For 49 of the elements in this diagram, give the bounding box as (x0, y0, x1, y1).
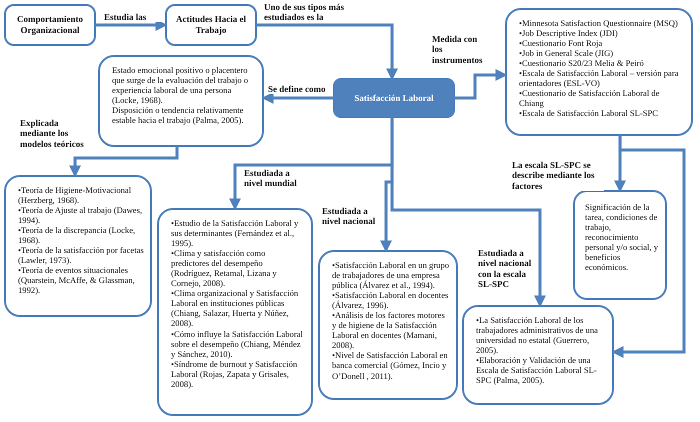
list-item: •Estudio de la Satisfacción Laboral y sus determinantes (Fernández et al., 1995). (171, 218, 300, 248)
text-box (573, 190, 667, 300)
text-box (98, 55, 264, 147)
list-item: •Clima y satisfacción como predictores del desempeño (Rodríguez, Retamal, Lizana y Cornejo, 2008). (171, 248, 278, 288)
list-item: •Cuestionario S20/23 Melia & Peiró (519, 58, 645, 68)
list-item: •Teoría de Ajuste al trabajo (Dawes, 1994). (18, 205, 144, 226)
list-item: •Teoría de eventos situacionales (Quarstein, McAffe, & Glassman, 1992). (18, 265, 136, 296)
list-item: •Job in General Scale (JIG) (519, 48, 614, 58)
arrow (257, 24, 398, 80)
list-item: •Teoría de Higiene-Motivacional (Herzberg, 1968). (18, 185, 132, 206)
list-item: Disposición o tendencia relativamente estable hacia el trabajo (Palma, 2005). (112, 105, 244, 126)
arrow (612, 136, 686, 358)
concept-box (4, 4, 96, 46)
list-item: •Síndrome de burnout y Satisfacción Laboral (Rojas, Zapata y Grisales, 2008). (171, 358, 298, 389)
text-box (157, 208, 313, 416)
arrow (262, 92, 333, 104)
arrow (455, 68, 508, 100)
box-text: Actitudes Hacia el Trabajo (175, 14, 247, 36)
list-item: •Clima organizacional y Satisfacción Laboral en instituciones públicas (Chiang, Salazar, Huerta y Núñez, 2008). (171, 288, 300, 329)
list-item: •Nivel de Satisfacción Laboral en banca comercial (Gómez, Incio y O’Donell , 2011). (332, 350, 449, 381)
list-item: •Elaboración y Validación de una Escala de Satisfacción Laboral SL-SPC (Palma, 2005). (476, 355, 598, 386)
list-item: •Escala de Satisfacción Laboral – versión para orientadores (ESL-VO) (519, 68, 680, 88)
box-text: Comportamiento Organizacional (16, 14, 84, 36)
edge-label: La escala SL-SPC se describe mediante los factores (512, 160, 604, 192)
list-item: •Teoría de la satisfacción por facetas (Lawler, 1973). (18, 245, 144, 266)
central-concept-box (333, 78, 455, 118)
list-item: •Teoría de la discrepancia (Locke, 1968). (18, 225, 136, 246)
list-item: •Minnesota Satisfaction Questionnaire (MSQ) (519, 18, 679, 28)
text-box (462, 305, 614, 405)
text-box (505, 8, 693, 136)
list-item: •La Satisfacción Laboral de los trabajadores administrativos de una universidad no estatal (Guerrero, 2005). (476, 315, 599, 356)
arrow (69, 147, 179, 178)
edge-label: Medida con los instrumentos (432, 34, 482, 66)
box-text: Satisfacción Laboral (354, 92, 434, 104)
list-item: •Job Descriptive Index (JDI) (519, 28, 619, 38)
edge-label: Estudia las (104, 12, 164, 22)
list-item: •Satisfacción Laboral en un grupo de trabajadores de una empresa pública (Álvarez et al., 1994). (332, 260, 450, 290)
box-text: Significación de la tarea, condiciones de trabajo, reconocimiento personal y/o social, y beneficios económicos. (585, 202, 659, 272)
list-item: Estado emocional positivo o placentero que surge de la evaluación del trabajo o experiencia laboral de una persona (Locke, 1968). (112, 65, 250, 106)
list-item: •Cuestionario de Satisfacción Laboral de Chiang (519, 88, 660, 108)
list-item: •Cómo influye la Satisfacción Laboral sobre el desempeño (Chiang, Méndez y Sánchez, 2010). (171, 328, 304, 359)
list-item: •Satisfacción Laboral en docentes (Álvarez, 1996). (332, 290, 450, 310)
list-item: •Cuestionario Font Roja (519, 38, 604, 48)
arrow (390, 118, 546, 308)
text-box (318, 250, 458, 400)
list-item: •Análisis de los factores motores y de higiene de la Satisfacción Laboral en docentes (Mamani, 2008). (332, 310, 446, 350)
concept-box (165, 4, 257, 46)
list-item: •Escala de Satisfacción Laboral SL-SPC (519, 108, 660, 118)
text-box (4, 175, 152, 317)
